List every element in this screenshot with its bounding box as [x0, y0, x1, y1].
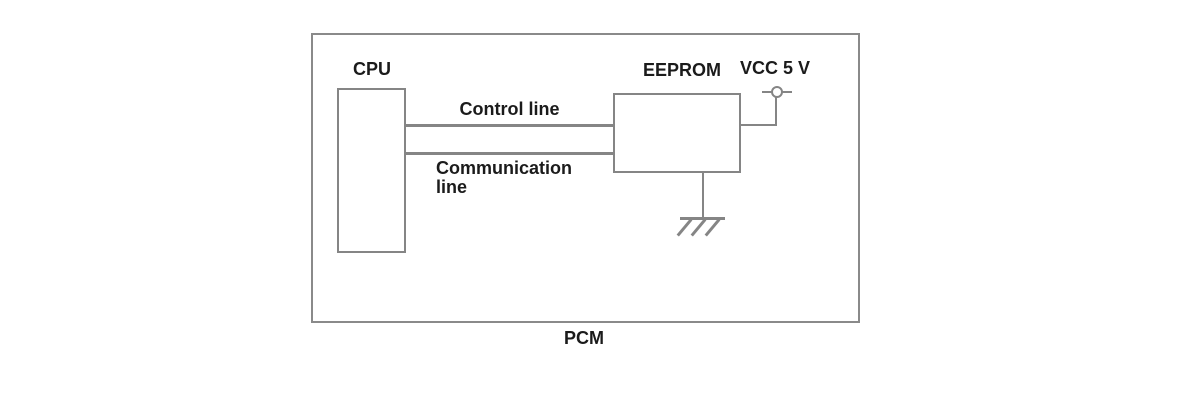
cpu-box — [337, 88, 406, 253]
communication-line-wire — [406, 152, 613, 155]
control-line-wire — [406, 124, 613, 127]
communication-line-label: Communication line — [436, 158, 573, 197]
vcc-wire-vertical — [775, 96, 777, 126]
vcc-terminal-circle — [771, 86, 783, 98]
ground-stem-wire — [702, 171, 704, 218]
eeprom-box — [613, 93, 741, 173]
eeprom-label: EEPROM — [642, 60, 721, 80]
vcc-label: VCC 5 V — [739, 58, 811, 78]
pcm-label: PCM — [564, 328, 604, 348]
cpu-label: CPU — [352, 59, 391, 79]
control-line-label: Control line — [459, 99, 560, 119]
vcc-wire-horizontal — [741, 124, 777, 126]
